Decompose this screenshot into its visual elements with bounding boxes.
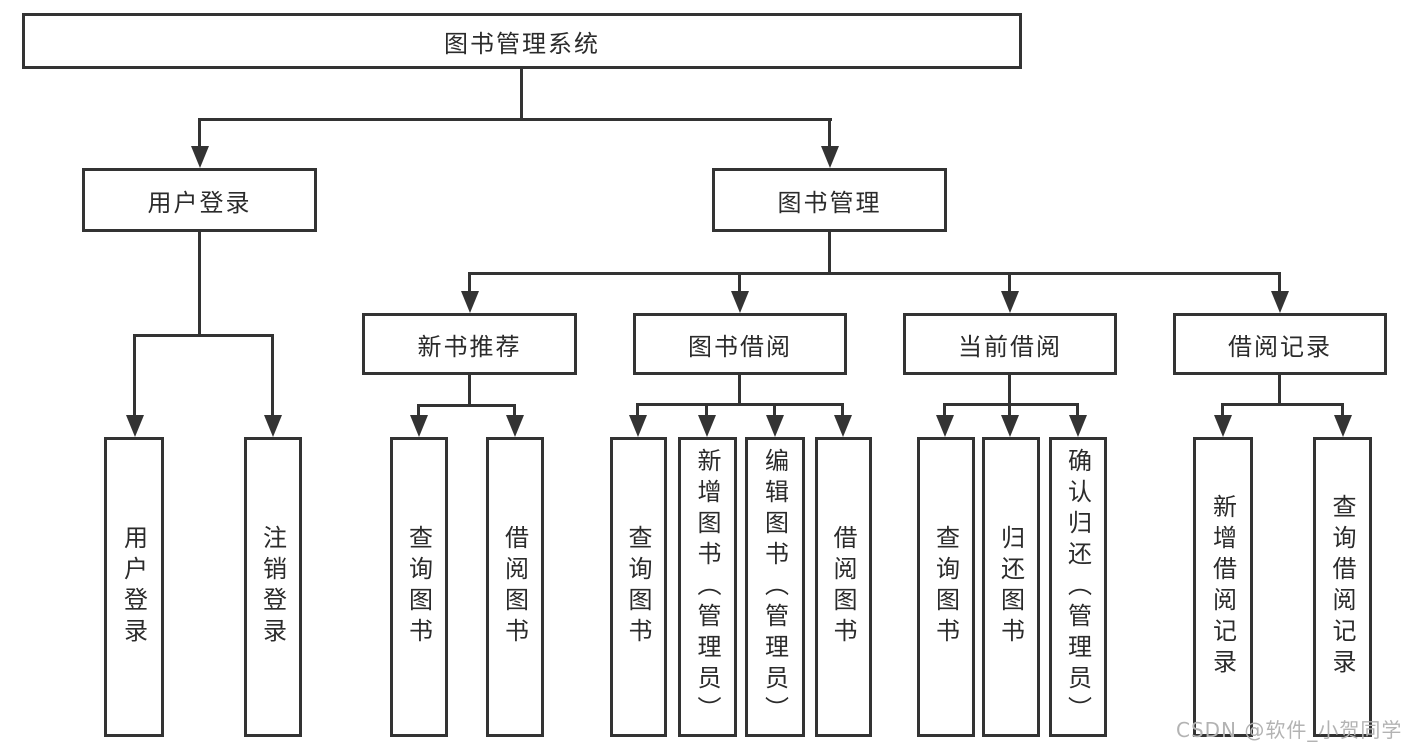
node-new-book-recommend: 新书推荐 [362, 313, 577, 375]
connector-records-rail [1221, 403, 1343, 406]
connector-records-drop-1 [1221, 403, 1224, 419]
connector-currentborrow-drop-2 [1008, 403, 1011, 419]
connector-bookborrow-drop-2 [705, 403, 708, 419]
connector-bookborrow-stem [738, 375, 741, 406]
connector-bookmgmt-drop-3 [1008, 272, 1011, 293]
leaf-records-add: 新增借阅记录 [1193, 437, 1253, 737]
arrowhead-down [766, 415, 784, 437]
connector-currentborrow-stem [1008, 375, 1011, 406]
connector-bookmgmt-rail [468, 272, 1281, 275]
connector-currentborrow-rail [943, 403, 1079, 406]
arrowhead-down [410, 415, 428, 437]
arrowhead-down [1001, 415, 1019, 437]
connector-bookmgmt-stem [828, 232, 831, 274]
connector-root-stem [520, 69, 523, 120]
arrowhead-down [1334, 415, 1352, 437]
arrowhead-down [698, 415, 716, 437]
connector-root-drop-right [828, 118, 831, 150]
connector-userlogin-stem [198, 232, 201, 336]
leaf-current-query: 查询图书 [917, 437, 975, 737]
arrowhead-down [1271, 291, 1289, 313]
leaf-borrow-edit-admin: 编辑图书（管理员） [745, 437, 805, 737]
connector-bookborrow-drop-4 [841, 403, 844, 419]
arrowhead-down [834, 415, 852, 437]
connector-bookmgmt-drop-1 [468, 272, 471, 293]
leaf-borrow-borrow: 借阅图书 [815, 437, 872, 737]
arrowhead-down [506, 415, 524, 437]
leaf-borrow-query: 查询图书 [610, 437, 667, 737]
leaf-records-query: 查询借阅记录 [1313, 437, 1372, 737]
connector-currentborrow-drop-3 [1076, 403, 1079, 419]
arrowhead-down [461, 291, 479, 313]
connector-bookborrow-drop-3 [773, 403, 776, 419]
connector-newbooks-rail [417, 404, 516, 407]
connector-bookmgmt-drop-4 [1278, 272, 1281, 293]
node-book-borrow: 图书借阅 [633, 313, 847, 375]
arrowhead-down [191, 146, 209, 168]
connector-bookborrow-drop-1 [636, 403, 639, 419]
node-user-login: 用户登录 [82, 168, 317, 232]
connector-records-stem [1278, 375, 1281, 406]
connector-newbooks-stem [468, 375, 471, 407]
node-current-borrow: 当前借阅 [903, 313, 1117, 375]
connector-root-rail [198, 118, 832, 121]
connector-records-drop-2 [1341, 403, 1344, 419]
connector-bookmgmt-drop-2 [738, 272, 741, 293]
node-borrow-records: 借阅记录 [1173, 313, 1387, 375]
leaf-user-login: 用户登录 [104, 437, 164, 737]
arrowhead-down [1214, 415, 1232, 437]
connector-userlogin-rail [133, 334, 274, 337]
connector-userlogin-drop-2 [271, 334, 274, 419]
leaf-borrow-add-admin: 新增图书（管理员） [678, 437, 737, 737]
leaf-current-return: 归还图书 [982, 437, 1040, 737]
arrowhead-down [264, 415, 282, 437]
node-root: 图书管理系统 [22, 13, 1022, 69]
arrowhead-down [1069, 415, 1087, 437]
arrowhead-down [126, 415, 144, 437]
connector-newbooks-drop-2 [513, 404, 516, 419]
connector-bookborrow-rail [636, 403, 844, 406]
connector-currentborrow-drop-1 [943, 403, 946, 419]
node-book-management: 图书管理 [712, 168, 947, 232]
leaf-newbooks-query: 查询图书 [390, 437, 448, 737]
connector-newbooks-drop-1 [417, 404, 420, 419]
csdn-watermark: CSDN @软件_小贺同学 [1176, 718, 1403, 742]
connector-root-drop-left [198, 118, 201, 150]
arrowhead-down [821, 146, 839, 168]
arrowhead-down [1001, 291, 1019, 313]
arrowhead-down [629, 415, 647, 437]
leaf-newbooks-borrow: 借阅图书 [486, 437, 544, 737]
connector-userlogin-drop-1 [133, 334, 136, 419]
leaf-logout: 注销登录 [244, 437, 302, 737]
leaf-current-confirm-admin: 确认归还（管理员） [1049, 437, 1107, 737]
arrowhead-down [731, 291, 749, 313]
arrowhead-down [936, 415, 954, 437]
